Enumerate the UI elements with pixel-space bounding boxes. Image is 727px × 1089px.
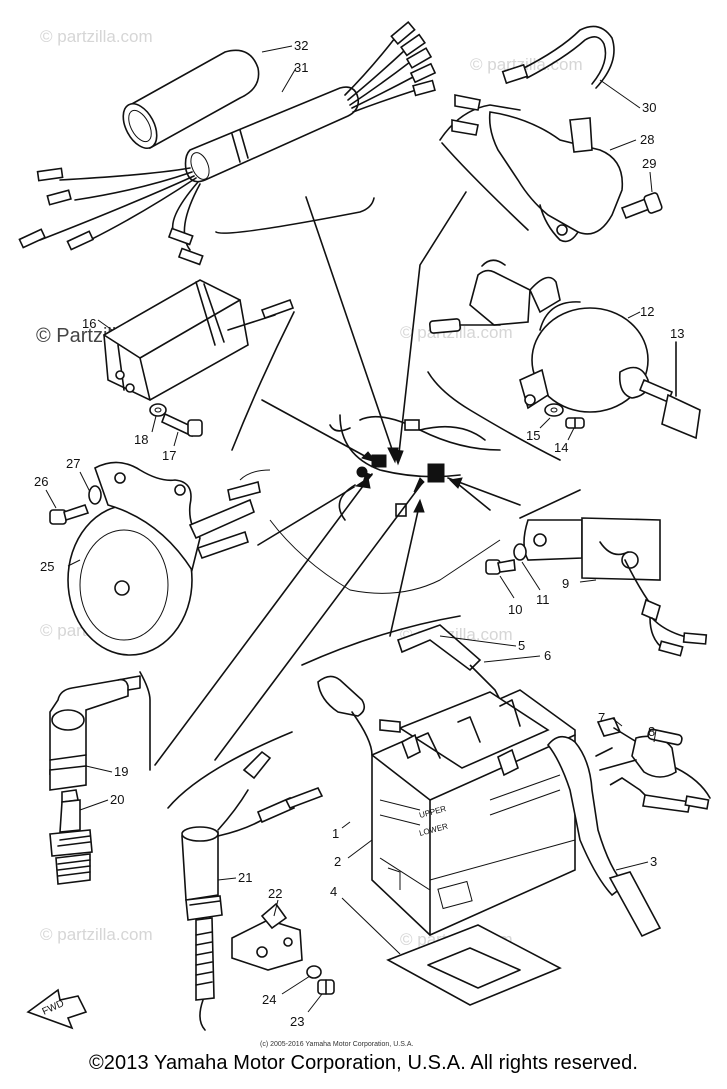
part-label-30: 30	[642, 100, 656, 115]
main-switch-group-bracket	[427, 371, 561, 461]
harness-connectors-left	[18, 167, 204, 266]
battery-lead-left	[317, 675, 401, 756]
part-label-8: 8	[648, 724, 655, 739]
battery-group-bracket	[301, 615, 461, 666]
harness-tube	[184, 86, 360, 183]
part-label-21: 21	[238, 870, 252, 885]
watermark: © partzilla.com	[40, 925, 153, 944]
part-label-20: 20	[110, 792, 124, 807]
watermark: © partzilla.com	[400, 323, 513, 342]
battery-pad	[386, 924, 562, 1006]
part-label-28: 28	[640, 132, 654, 147]
bolt-10	[485, 559, 516, 575]
watermark: © partzilla.com	[470, 55, 583, 74]
part-label-25: 25	[40, 559, 54, 574]
washer-15	[544, 403, 564, 417]
part-label-10: 10	[508, 602, 522, 617]
watermark: © partzilla.com	[40, 27, 153, 46]
fuse	[647, 728, 683, 746]
frame-center	[239, 414, 501, 594]
coil-group-bracket	[231, 311, 295, 451]
bolt-17	[160, 412, 203, 438]
part-label-27: 27	[66, 456, 80, 471]
part-label-31: 31	[294, 60, 308, 75]
horn	[67, 461, 261, 656]
part-label-18: 18	[134, 432, 148, 447]
main-switch	[428, 259, 649, 413]
forward-arrow: FWD	[26, 988, 88, 1030]
part-label-9: 9	[562, 576, 569, 591]
spark-plug-group-bracket	[139, 671, 151, 771]
part-label-3: 3	[650, 854, 657, 869]
part-label-4: 4	[330, 884, 337, 899]
part-label-26: 26	[34, 474, 48, 489]
screw-14	[565, 417, 585, 429]
part-label-15: 15	[526, 428, 540, 443]
part-label-22: 22	[268, 886, 282, 901]
part-label-19: 19	[114, 764, 128, 779]
neutral-switch-group-bracket	[167, 731, 293, 809]
ignition-key	[638, 341, 701, 440]
bolt-29	[620, 192, 663, 220]
connector-block	[356, 466, 368, 478]
part-label-16: 16	[82, 316, 96, 331]
ignition-coil	[103, 279, 295, 401]
washer-18	[149, 403, 167, 417]
part-label-24: 24	[262, 992, 276, 1007]
part-label-32: 32	[294, 38, 308, 53]
part-label-14: 14	[554, 440, 568, 455]
part-label-7: 7	[598, 710, 605, 725]
diagram-copyright: (c) 2005-2016 Yamaha Motor Corporation, …	[260, 1041, 413, 1048]
part-label-23: 23	[290, 1014, 304, 1029]
neutral-switch	[181, 750, 324, 1031]
part-labels: 32 31 30 28 29 16 12 13 18 17 15 14 27 2…	[34, 38, 684, 1029]
bolt-26	[49, 503, 90, 525]
wire-harness-assembly	[18, 20, 437, 266]
harness-cover-tube	[122, 49, 260, 150]
part-label-13: 13	[670, 326, 684, 341]
part-label-17: 17	[162, 448, 176, 463]
washer-11	[513, 543, 527, 561]
part-label-2: 2	[334, 854, 341, 869]
washer-24	[306, 965, 322, 979]
harness-group-bracket	[215, 197, 375, 234]
part-label-6: 6	[544, 648, 551, 663]
part-label-5: 5	[518, 638, 525, 653]
part-label-29: 29	[642, 156, 656, 171]
switch-assembly-28	[439, 94, 624, 243]
screw-23	[317, 979, 335, 995]
fuse-holder	[595, 717, 711, 813]
spark-plug-cap	[49, 675, 141, 791]
connector-block	[427, 463, 445, 483]
battery: UPPER LOWER	[371, 689, 576, 936]
battery-vent-tube	[546, 735, 662, 938]
part-label-1: 1	[332, 826, 339, 841]
part-label-12: 12	[640, 304, 654, 319]
harness-connectors-top	[344, 20, 437, 113]
switch-bracket-22	[231, 902, 303, 971]
footer-copyright: ©2013 Yamaha Motor Corporation, U.S.A. A…	[88, 1052, 639, 1074]
leader-lines	[154, 191, 521, 766]
part-label-11: 11	[536, 592, 550, 607]
relay-bracket	[519, 489, 708, 657]
clamp-band	[501, 25, 615, 89]
spark-plug	[49, 789, 93, 885]
washer-27	[88, 485, 102, 505]
